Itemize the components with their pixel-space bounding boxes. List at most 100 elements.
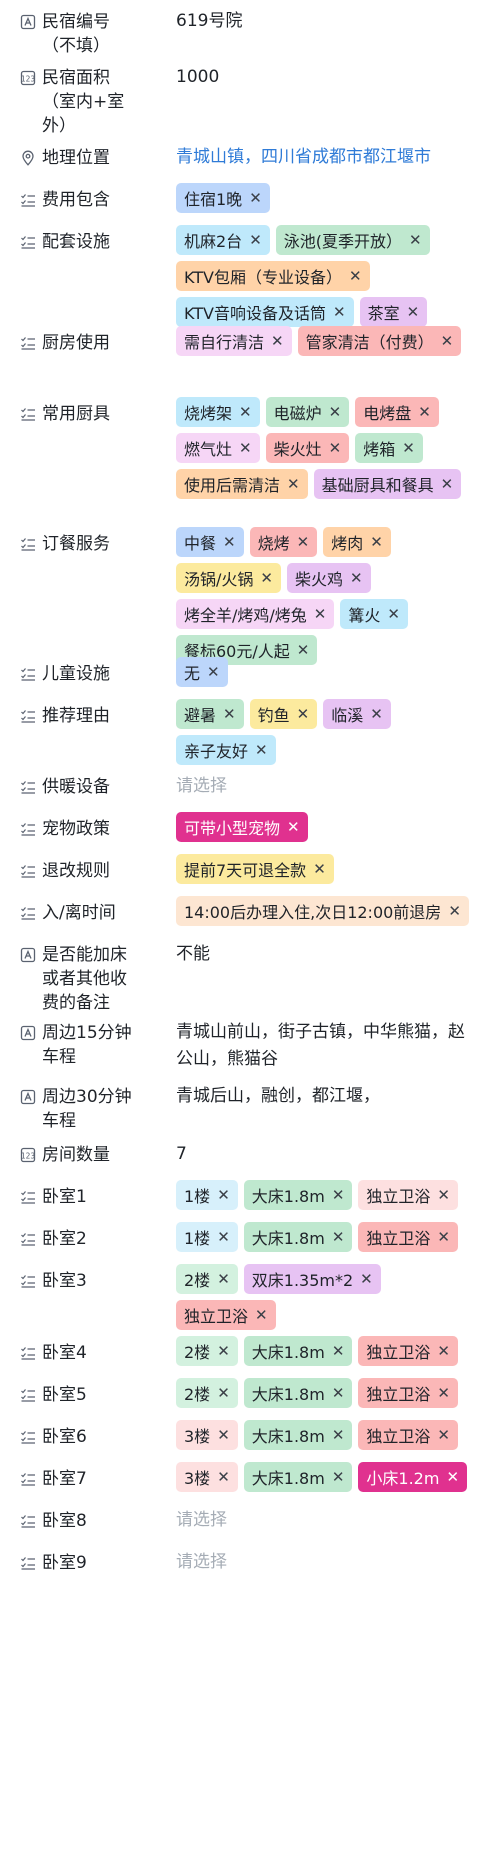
option-tag[interactable]: 大床1.8m✕: [243, 1462, 353, 1492]
remove-tag-icon[interactable]: ✕: [331, 1185, 345, 1204]
option-tag[interactable]: 小床1.2m✕: [358, 1462, 468, 1492]
tag-list[interactable]: 2楼✕双床1.35m*2✕独立卫浴✕: [176, 1264, 486, 1336]
remove-tag-icon[interactable]: ✕: [406, 302, 420, 321]
option-tag[interactable]: 需自行清洁✕: [176, 326, 292, 356]
remove-tag-icon[interactable]: ✕: [331, 1341, 345, 1360]
tag-list[interactable]: 14:00后办理入住,次日12:00前退房✕: [176, 896, 486, 932]
remove-tag-icon[interactable]: ✕: [440, 331, 454, 350]
remove-tag-icon[interactable]: ✕: [249, 188, 262, 207]
remove-tag-icon[interactable]: ✕: [296, 640, 310, 659]
option-tag[interactable]: 亲子友好✕: [176, 735, 276, 765]
option-tag[interactable]: 独立卫浴✕: [358, 1420, 458, 1450]
option-tag[interactable]: 机麻2台✕: [176, 225, 270, 255]
remove-tag-icon[interactable]: ✕: [331, 1227, 345, 1246]
option-tag[interactable]: 2楼✕: [176, 1264, 238, 1294]
remove-tag-icon[interactable]: ✕: [296, 532, 310, 551]
remove-tag-icon[interactable]: ✕: [328, 438, 342, 457]
remove-tag-icon[interactable]: ✕: [239, 438, 252, 457]
option-tag[interactable]: 独立卫浴✕: [358, 1378, 458, 1408]
option-tag[interactable]: 提前7天可退全款✕: [176, 854, 334, 884]
remove-tag-icon[interactable]: ✕: [217, 1383, 230, 1402]
remove-tag-icon[interactable]: ✕: [437, 1185, 450, 1204]
remove-tag-icon[interactable]: ✕: [437, 1425, 450, 1444]
remove-tag-icon[interactable]: ✕: [446, 1467, 460, 1486]
tag-list[interactable]: 提前7天可退全款✕: [176, 854, 486, 890]
remove-tag-icon[interactable]: ✕: [217, 1425, 230, 1444]
option-tag[interactable]: 柴火鸡✕: [286, 563, 371, 593]
tag-list[interactable]: 住宿1晚✕: [176, 183, 486, 219]
remove-tag-icon[interactable]: ✕: [332, 302, 346, 321]
remove-tag-icon[interactable]: ✕: [331, 1425, 345, 1444]
option-tag[interactable]: 烤全羊/烤鸡/烤兔✕: [176, 599, 335, 629]
remove-tag-icon[interactable]: ✕: [437, 1227, 450, 1246]
remove-tag-icon[interactable]: ✕: [260, 568, 273, 587]
option-tag[interactable]: 1楼✕: [176, 1180, 238, 1210]
option-tag[interactable]: 大床1.8m✕: [243, 1336, 353, 1366]
remove-tag-icon[interactable]: ✕: [239, 402, 252, 421]
tag-list[interactable]: 1楼✕大床1.8m✕独立卫浴✕: [176, 1222, 486, 1258]
tag-list[interactable]: 2楼✕大床1.8m✕独立卫浴✕: [176, 1378, 486, 1414]
remove-tag-icon[interactable]: ✕: [271, 331, 284, 350]
option-tag[interactable]: 1楼✕: [176, 1222, 238, 1252]
option-tag[interactable]: 住宿1晚✕: [176, 183, 270, 213]
option-tag[interactable]: 基础厨具和餐具✕: [313, 469, 462, 499]
option-tag[interactable]: 泳池(夏季开放）✕: [275, 225, 430, 255]
remove-tag-icon[interactable]: ✕: [437, 1383, 450, 1402]
remove-tag-icon[interactable]: ✕: [360, 1269, 373, 1288]
option-tag[interactable]: 烧烤架✕: [176, 397, 260, 427]
remove-tag-icon[interactable]: ✕: [217, 1185, 230, 1204]
option-tag[interactable]: 茶室✕: [359, 297, 428, 327]
remove-tag-icon[interactable]: ✕: [217, 1269, 230, 1288]
option-tag[interactable]: 汤锅/火锅✕: [176, 563, 281, 593]
remove-tag-icon[interactable]: ✕: [207, 662, 220, 681]
remove-tag-icon[interactable]: ✕: [348, 266, 362, 285]
remove-tag-icon[interactable]: ✕: [255, 1305, 268, 1324]
option-tag[interactable]: 使用后需清洁✕: [176, 469, 308, 499]
tag-list[interactable]: 1楼✕大床1.8m✕独立卫浴✕: [176, 1180, 486, 1216]
tag-list[interactable]: 3楼✕大床1.8m✕独立卫浴✕: [176, 1420, 486, 1456]
remove-tag-icon[interactable]: ✕: [217, 1467, 230, 1486]
tag-list[interactable]: 机麻2台✕泳池(夏季开放）✕ KTV包厢（专业设备）✕ KTV音响设备及话筒✕茶室✕: [176, 225, 486, 333]
remove-tag-icon[interactable]: ✕: [217, 1341, 230, 1360]
tag-list[interactable]: 无✕: [176, 657, 486, 693]
tag-list[interactable]: 避暑✕钓鱼✕临溪✕亲子友好✕: [176, 699, 486, 771]
option-tag[interactable]: 无✕: [176, 657, 228, 687]
option-tag[interactable]: 大床1.8m✕: [243, 1180, 353, 1210]
option-tag[interactable]: 电烤盘✕: [355, 397, 439, 427]
remove-tag-icon[interactable]: ✕: [448, 901, 461, 920]
option-tag[interactable]: 大床1.8m✕: [243, 1420, 353, 1450]
option-tag[interactable]: 管家清洁（付费）✕: [297, 326, 462, 356]
option-tag[interactable]: 独立卫浴✕: [358, 1222, 458, 1252]
select-placeholder[interactable]: 请选择: [176, 776, 227, 796]
option-tag[interactable]: 独立卫浴✕: [358, 1336, 458, 1366]
option-tag[interactable]: 柴火灶✕: [265, 433, 350, 463]
remove-tag-icon[interactable]: ✕: [418, 402, 431, 421]
option-tag[interactable]: 3楼✕: [176, 1420, 238, 1450]
option-tag[interactable]: 2楼✕: [176, 1378, 238, 1408]
option-tag[interactable]: KTV包厢（专业设备）✕: [176, 261, 370, 291]
option-tag[interactable]: 电磁炉✕: [265, 397, 350, 427]
remove-tag-icon[interactable]: ✕: [370, 532, 383, 551]
remove-tag-icon[interactable]: ✕: [296, 704, 310, 723]
remove-tag-icon[interactable]: ✕: [437, 1341, 450, 1360]
option-tag[interactable]: 中餐✕: [176, 527, 244, 557]
remove-tag-icon[interactable]: ✕: [223, 532, 236, 551]
tag-list[interactable]: 烧烤架✕电磁炉✕电烤盘✕燃气灶✕柴火灶✕烤箱✕使用后需清洁✕基础厨具和餐具✕: [176, 397, 486, 505]
location-link[interactable]: 青城山镇，四川省成都市都江堰市: [176, 147, 431, 167]
option-tag[interactable]: 燃气灶✕: [176, 433, 260, 463]
remove-tag-icon[interactable]: ✕: [217, 1227, 230, 1246]
remove-tag-icon[interactable]: ✕: [328, 402, 342, 421]
option-tag[interactable]: KTV音响设备及话筒✕: [176, 297, 354, 327]
remove-tag-icon[interactable]: ✕: [313, 604, 327, 623]
option-tag[interactable]: 独立卫浴✕: [358, 1180, 458, 1210]
select-placeholder[interactable]: 请选择: [176, 1510, 227, 1530]
remove-tag-icon[interactable]: ✕: [440, 474, 454, 493]
tag-list[interactable]: 可带小型宠物✕: [176, 812, 486, 848]
remove-tag-icon[interactable]: ✕: [331, 1383, 345, 1402]
remove-tag-icon[interactable]: ✕: [255, 740, 268, 759]
option-tag[interactable]: 大床1.8m✕: [243, 1222, 353, 1252]
option-tag[interactable]: 2楼✕: [176, 1336, 238, 1366]
remove-tag-icon[interactable]: ✕: [223, 704, 236, 723]
remove-tag-icon[interactable]: ✕: [287, 474, 300, 493]
remove-tag-icon[interactable]: ✕: [409, 230, 422, 249]
